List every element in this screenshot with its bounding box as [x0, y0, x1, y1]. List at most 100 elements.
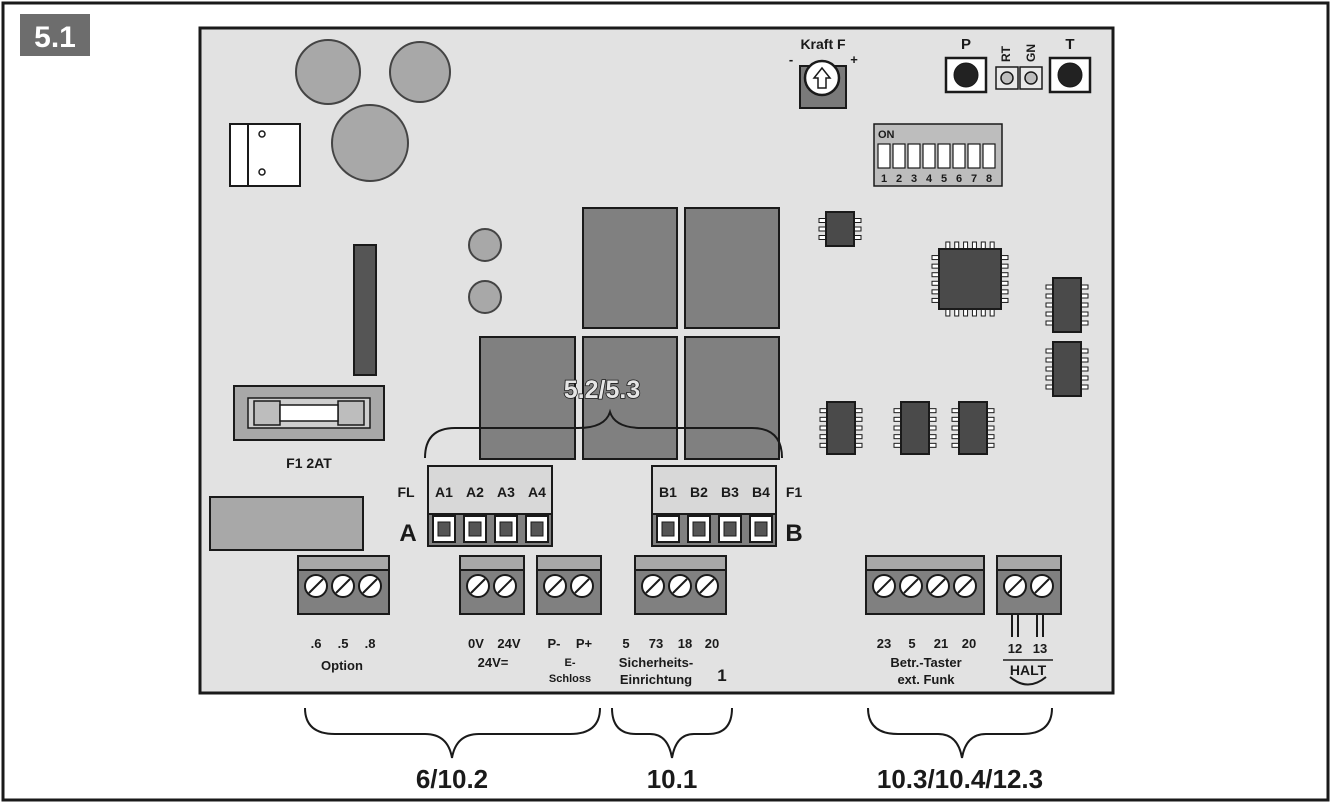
vertical-strip: [353, 244, 377, 376]
capacitor-3: [331, 104, 409, 182]
connector-b-pin: B4: [752, 484, 770, 500]
safety-caption-1: Sicherheits-: [619, 655, 693, 670]
option-pin: .5: [338, 636, 349, 651]
led-gn: [1019, 66, 1043, 90]
figure-number: 5.1: [34, 21, 76, 54]
relay-brace: [424, 408, 783, 459]
option-caption: Option: [321, 658, 363, 673]
connector-a-fl-label: FL: [397, 484, 415, 500]
connector-slot: [656, 515, 680, 543]
connector-slot: [432, 515, 456, 543]
connector-slot: [687, 515, 711, 543]
operator-caption-2: ext. Funk: [897, 672, 955, 687]
button-p-label: P: [961, 36, 971, 53]
operator-pin: 21: [934, 636, 948, 651]
round-component-2: [468, 280, 502, 314]
operator-pin: 5: [908, 636, 915, 651]
fuse-holder: [233, 385, 385, 441]
connector-a-pin: A4: [528, 484, 546, 500]
power-caption: 24V=: [478, 655, 509, 670]
terminal-labels: .6 .5 .8 Option 0V 24V 24V= P- P+ E- Sch…: [311, 636, 1048, 687]
dip-number: 1: [881, 173, 887, 185]
halt-caption: HALT: [1010, 662, 1047, 678]
ic-chip: [1045, 341, 1089, 397]
dip-number: 3: [911, 173, 917, 185]
dip-number: 4: [926, 173, 933, 185]
screw-terminal-block: [536, 555, 602, 615]
connector-b-pin: B1: [659, 484, 677, 500]
capacitor-1: [295, 39, 361, 105]
capacitor-2: [389, 41, 451, 103]
operator-caption-1: Betr.-Taster: [890, 655, 961, 670]
connector-a-letter: A: [399, 520, 416, 547]
power-pin: 24V: [497, 636, 520, 651]
safety-caption-2: Einrichtung: [620, 672, 692, 687]
ic-chip: [951, 401, 995, 455]
ic-chip: [893, 401, 937, 455]
brace-left: [304, 707, 601, 759]
led-rt: [995, 66, 1019, 90]
led-gn-label: GN: [1024, 44, 1038, 62]
operator-pin: 20: [962, 636, 976, 651]
screw-terminal-block: [634, 555, 727, 615]
screw-terminal-block: [459, 555, 525, 615]
connector-a: [427, 465, 553, 547]
dip-number: 5: [941, 173, 947, 185]
connector-slot: [749, 515, 773, 543]
dip-numbers: 1 2 3 4 5 6 7 8: [881, 173, 992, 185]
section-ref-right: 10.3/10.4/12.3: [877, 764, 1043, 794]
section-ref-middle: 10.1: [647, 764, 698, 794]
potentiometer-label: Kraft F: [800, 36, 846, 52]
safety-pin: 73: [649, 636, 663, 651]
potentiometer: [799, 59, 847, 109]
connector-b-letter: B: [785, 520, 802, 547]
round-component-1: [468, 228, 502, 262]
dip-number: 2: [896, 173, 902, 185]
relay-block: [479, 207, 780, 460]
fuse-label: F1 2AT: [286, 455, 332, 471]
ic-chip: [931, 241, 1009, 317]
button-p: [944, 56, 988, 94]
halt-pin: 13: [1033, 641, 1047, 656]
lock-caption-1: E-: [565, 657, 576, 669]
safety-pin: 18: [678, 636, 692, 651]
connector-slot: [494, 515, 518, 543]
button-t-label: T: [1065, 36, 1074, 53]
safety-suffix: 1: [717, 666, 726, 685]
connector-a-pin: A1: [435, 484, 453, 500]
connector-a-pin: A3: [497, 484, 515, 500]
lock-pin: P-: [548, 636, 561, 651]
lock-pin: P+: [576, 636, 593, 651]
pot-minus: -: [789, 52, 793, 67]
safety-pin: 20: [705, 636, 719, 651]
operator-pin: 23: [877, 636, 891, 651]
dip-number: 8: [986, 173, 992, 185]
dip-switch: [873, 123, 1003, 187]
brace-middle: [611, 707, 733, 759]
ic-chip: [1045, 277, 1089, 333]
pot-plus: +: [850, 52, 858, 67]
screw-terminal-block: [865, 555, 985, 615]
section-ref-left: 6/10.2: [416, 764, 488, 794]
option-pin: .6: [311, 636, 322, 651]
connector-slot: [525, 515, 549, 543]
halt-pin: 12: [1008, 641, 1022, 656]
screw-terminal-block: [297, 555, 390, 615]
connector-b-pin: B2: [690, 484, 708, 500]
ic-chips: [818, 211, 1089, 455]
screw-terminals: [297, 555, 1062, 615]
halt-bridge: [1003, 613, 1053, 686]
ic-chip: [819, 401, 863, 455]
connector-slot: [718, 515, 742, 543]
connector-b-f1-label: F1: [786, 484, 803, 500]
figure-badge: [20, 14, 90, 56]
connector-slot: [463, 515, 487, 543]
option-plate: [209, 496, 364, 551]
screw-terminal-block: [996, 555, 1062, 615]
ic-chip: [818, 211, 862, 247]
dip-number: 7: [971, 173, 977, 185]
lock-caption-2: Schloss: [549, 673, 591, 685]
button-t: [1048, 56, 1092, 94]
dip-on-label: ON: [878, 129, 895, 141]
